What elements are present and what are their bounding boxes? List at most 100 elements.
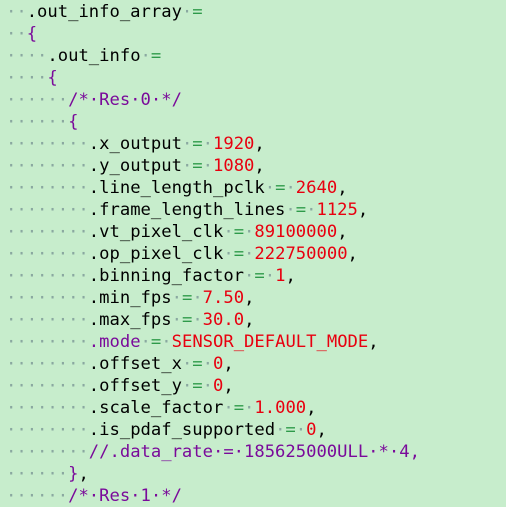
- code-token: ·: [192, 288, 203, 308]
- code-line[interactable]: ······},: [6, 463, 89, 485]
- code-token: ·: [171, 288, 182, 308]
- code-token: {: [26, 24, 38, 44]
- code-line[interactable]: ········.vt_pixel_clk·=·89100000,: [6, 221, 348, 243]
- code-token: ·: [264, 266, 276, 286]
- code-token: ····: [6, 68, 48, 88]
- code-token: ·: [244, 398, 255, 418]
- code-token: ··: [6, 2, 27, 22]
- code-token: .out_info: [47, 46, 141, 66]
- code-token: 89100000: [254, 222, 338, 242]
- code-token: ·: [202, 354, 214, 374]
- code-token: //.data_rate·=·185625000ULL·*·4,: [88, 442, 420, 462]
- code-line[interactable]: ········//.data_rate·=·185625000ULL·*·4,: [6, 441, 420, 463]
- code-line[interactable]: ········.offset_x·=·0,: [6, 353, 234, 375]
- code-line[interactable]: ······/*·Res·0·*/: [6, 89, 182, 111]
- code-token: 0: [213, 376, 224, 396]
- code-token: =: [285, 420, 296, 440]
- code-token: .vt_pixel_clk: [88, 222, 224, 242]
- code-line[interactable]: ········.op_pixel_clk·=·222750000,: [6, 243, 358, 265]
- code-token: ·: [244, 266, 255, 286]
- code-line[interactable]: ········.line_length_pclk·=·2640,: [6, 177, 348, 199]
- code-token: .is_pdaf_supported: [88, 420, 276, 440]
- code-token: 0: [213, 354, 224, 374]
- code-token: ········: [6, 310, 89, 330]
- code-token: =: [150, 46, 162, 66]
- code-token: 7.50: [202, 288, 245, 308]
- code-token: ·: [181, 156, 193, 176]
- code-token: ,: [285, 266, 296, 286]
- code-token: ········: [6, 288, 89, 308]
- code-token: /*·Res·0·*/: [68, 90, 182, 110]
- code-token: =: [275, 178, 286, 198]
- code-token: ········: [6, 420, 89, 440]
- code-token: =: [192, 134, 203, 154]
- code-line[interactable]: ··.out_info_array·=: [6, 1, 203, 23]
- code-line[interactable]: ····.out_info·=: [6, 45, 161, 67]
- code-token: .op_pixel_clk: [88, 244, 224, 264]
- code-token: /*·Res·1·*/: [68, 486, 182, 506]
- code-token: ,: [254, 134, 265, 154]
- code-token: 222750000: [254, 244, 348, 264]
- code-line[interactable]: ······{: [6, 111, 78, 133]
- code-token: ,: [254, 156, 265, 176]
- code-token: ·: [202, 376, 214, 396]
- code-token: ,: [316, 420, 327, 440]
- code-token: ·: [171, 310, 182, 330]
- code-token: ·: [264, 178, 276, 198]
- code-line[interactable]: ········.is_pdaf_supported·=·0,: [6, 419, 327, 441]
- code-line[interactable]: ········.min_fps·=·7.50,: [6, 287, 254, 309]
- code-token: ·: [244, 244, 255, 264]
- code-token: ········: [6, 398, 89, 418]
- code-token: ·: [202, 134, 214, 154]
- code-token: .frame_length_lines: [88, 200, 286, 220]
- code-line[interactable]: ····{: [6, 67, 58, 89]
- code-token: .scale_factor: [88, 398, 224, 418]
- code-token: .max_fps: [88, 310, 172, 330]
- code-token: 2640: [295, 178, 338, 198]
- code-token: .offset_x: [88, 354, 182, 374]
- code-token: }: [68, 464, 79, 484]
- code-token: 0: [306, 420, 317, 440]
- code-token: 1920: [213, 134, 255, 154]
- code-token: ········: [6, 354, 89, 374]
- code-token: .offset_y: [88, 376, 182, 396]
- code-token: ·: [181, 376, 193, 396]
- code-token: =: [192, 376, 203, 396]
- code-token: ,: [223, 376, 234, 396]
- code-line[interactable]: ········.max_fps·=·30.0,: [6, 309, 254, 331]
- code-token: ····: [6, 46, 48, 66]
- code-line[interactable]: ········.frame_length_lines·=·1125,: [6, 199, 368, 221]
- code-token: ······: [6, 90, 69, 110]
- code-token: =: [192, 156, 203, 176]
- code-token: 1125: [316, 200, 358, 220]
- code-line[interactable]: ········.binning_factor·=·1,: [6, 265, 296, 287]
- code-token: ·: [285, 200, 296, 220]
- code-token: ,: [223, 354, 234, 374]
- code-line[interactable]: ········.x_output·=·1920,: [6, 133, 265, 155]
- code-line[interactable]: ········.scale_factor·=·1.000,: [6, 397, 317, 419]
- code-token: ········: [6, 442, 89, 462]
- code-token: ,: [337, 222, 348, 242]
- code-line[interactable]: ······/*·Res·1·*/: [6, 485, 182, 507]
- code-token: =: [254, 266, 265, 286]
- code-token: .min_fps: [88, 288, 172, 308]
- code-token: 1080: [213, 156, 255, 176]
- code-token: ········: [6, 178, 89, 198]
- code-token: ,: [357, 200, 369, 220]
- code-token: {: [68, 112, 79, 132]
- code-line[interactable]: ········.offset_y·=·0,: [6, 375, 234, 397]
- code-token: ········: [6, 134, 89, 154]
- code-token: .line_length_pclk: [88, 178, 265, 198]
- code-token: =: [181, 288, 193, 308]
- code-line[interactable]: ········.y_output·=·1080,: [6, 155, 265, 177]
- code-token: ········: [6, 156, 89, 176]
- code-token: =: [192, 354, 203, 374]
- code-token: ······: [6, 112, 69, 132]
- code-line[interactable]: ········.mode·=·SENSOR_DEFAULT_MODE,: [6, 331, 379, 353]
- code-token: ·: [223, 398, 234, 418]
- code-token: ·: [181, 354, 193, 374]
- code-token: ········: [6, 376, 89, 396]
- code-line[interactable]: ··{: [6, 23, 37, 45]
- code-token: =: [150, 332, 162, 352]
